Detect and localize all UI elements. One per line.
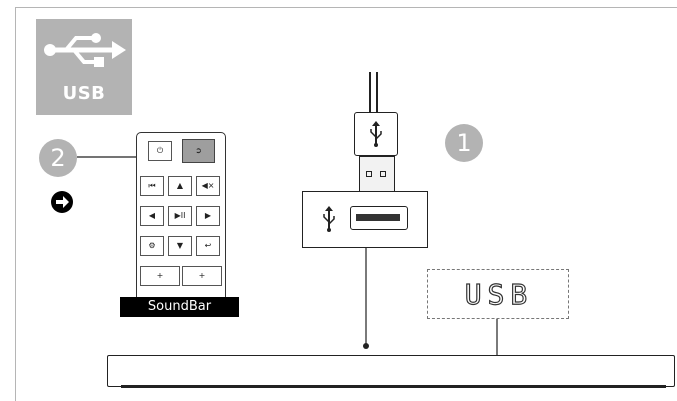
usb-symbol-icon [44, 33, 126, 67]
remote-back-button[interactable]: ↩ [196, 236, 220, 256]
usb-plug-icon [370, 121, 382, 147]
source-arrow-icon [51, 191, 73, 213]
soundbar-label: SoundBar [120, 297, 239, 317]
usb-port-slot [350, 206, 408, 230]
usb-badge-label: USB [62, 83, 106, 104]
remote-control: ⏻ ➲ ⏮ ▲ ◀× ◀ ▶II ▶ ⚙ ▼ ↩ + + [136, 132, 226, 306]
usb-plug [354, 112, 398, 156]
usb-badge: USB [36, 19, 132, 115]
remote-power-button[interactable]: ⏻ [148, 141, 172, 161]
remote-down-button[interactable]: ▼ [168, 236, 192, 256]
frame-top-border [15, 7, 677, 8]
remote-left-button[interactable]: ◀ [140, 206, 164, 226]
usb-port-icon [323, 206, 335, 232]
remote-prev-button[interactable]: ⏮ [140, 176, 164, 196]
remote-up-button[interactable]: ▲ [168, 176, 192, 196]
frame-left-border [15, 7, 16, 401]
display-panel: USB [427, 269, 569, 319]
soundbar-base [121, 385, 666, 388]
remote-mute-button[interactable]: ◀× [196, 176, 220, 196]
step-2-marker: 2 [39, 139, 77, 177]
remote-plus-right-button[interactable]: + [182, 266, 222, 286]
remote-plus-left-button[interactable]: + [140, 266, 180, 286]
soundbar-body [107, 355, 675, 387]
display-text: USB [464, 277, 534, 311]
remote-play-pause-button[interactable]: ▶II [168, 206, 192, 226]
usb-plug-connector [359, 156, 395, 193]
plug-hole-left [366, 171, 372, 177]
plug-hole-right [380, 171, 386, 177]
remote-right-button[interactable]: ▶ [196, 206, 220, 226]
usb-port [302, 191, 428, 248]
step-1-marker: 1 [445, 124, 483, 162]
remote-source-button[interactable]: ➲ [182, 139, 215, 163]
usb-port-contact [356, 214, 400, 221]
remote-settings-button[interactable]: ⚙ [140, 236, 164, 256]
